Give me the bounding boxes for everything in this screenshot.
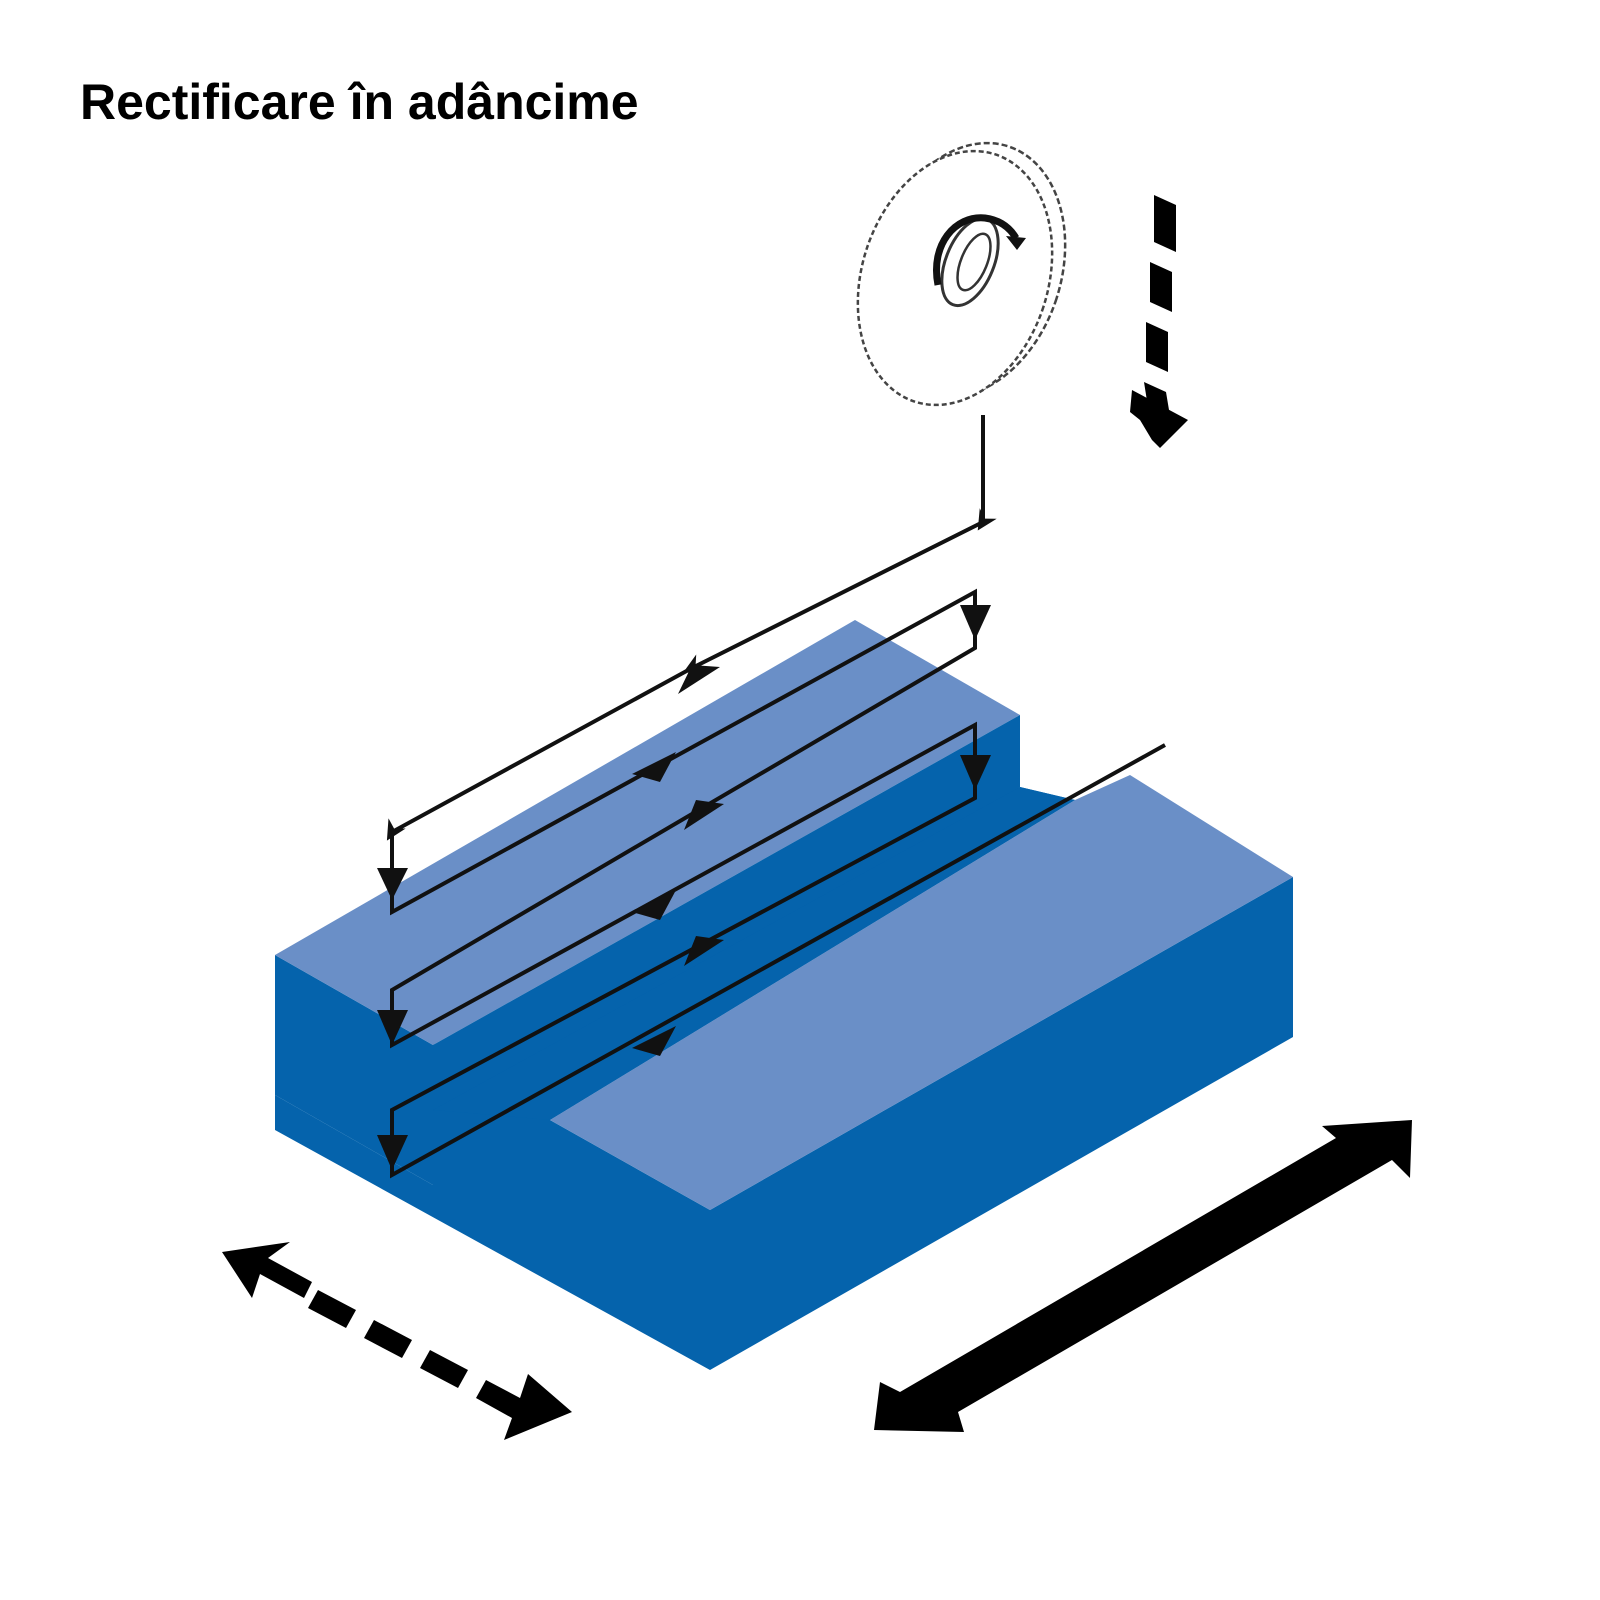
path-arrow-3 xyxy=(632,752,676,782)
right-ledge-top xyxy=(550,775,1293,1210)
path-arrowheads xyxy=(377,605,991,1170)
path-arrow-1 xyxy=(678,665,720,694)
dashed-double-arrow-icon xyxy=(222,1242,572,1440)
path-arrow-9 xyxy=(684,936,724,966)
dashed-down-arrow-icon xyxy=(1130,195,1188,448)
grinding-wheel-icon xyxy=(856,141,1067,407)
block-right-face xyxy=(710,877,1293,1370)
block-front-face xyxy=(275,1095,710,1370)
path-arrow-11 xyxy=(632,1026,676,1056)
channel-floor xyxy=(433,787,1075,1120)
rotation-arrow-icon xyxy=(933,214,1026,286)
diagram-title: Rectificare în adâncime xyxy=(80,74,639,130)
path-arrow-5 xyxy=(684,800,724,830)
double-arrow-icon xyxy=(874,1120,1412,1432)
path-arrow-6 xyxy=(377,1010,408,1045)
path-arrow-10 xyxy=(377,1135,408,1170)
pass-5 xyxy=(390,743,1166,1179)
path-arrow-7 xyxy=(632,890,676,920)
path-arrow-8 xyxy=(960,755,991,790)
path-arrow-2 xyxy=(377,868,408,900)
path-arrow-4 xyxy=(960,605,991,640)
